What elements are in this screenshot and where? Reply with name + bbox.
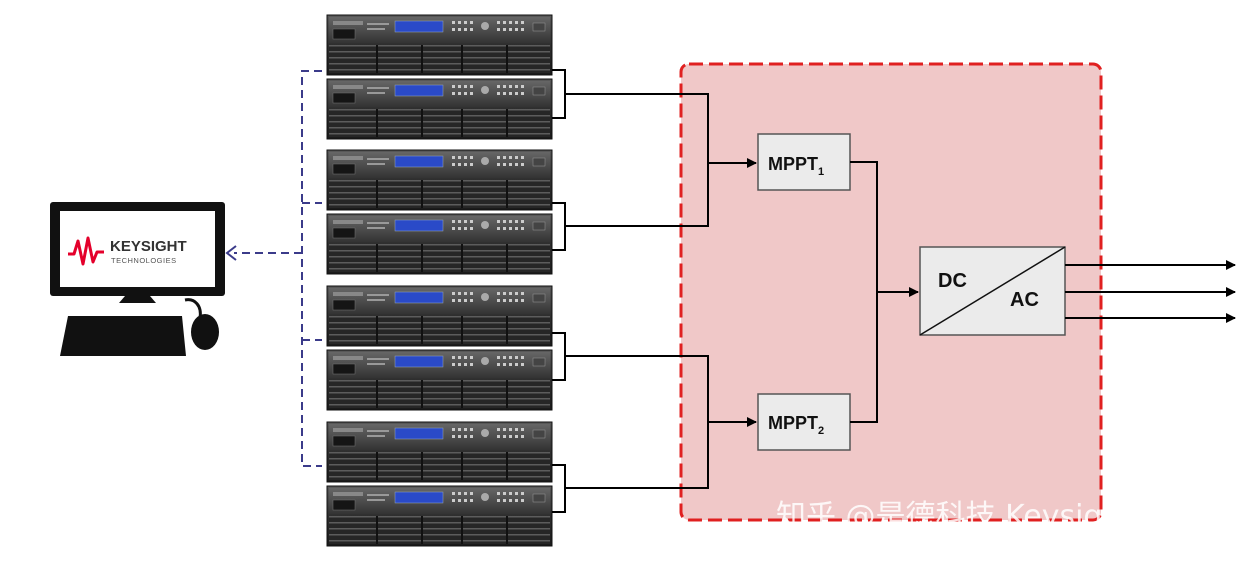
mppt2-label: MPPT (768, 413, 818, 433)
ac-label: AC (1010, 289, 1039, 311)
mppt1-subscript: 1 (818, 166, 824, 178)
wires-to-mppt1 (565, 93, 757, 227)
ac-outputs (1065, 260, 1236, 323)
mppt1-label: MPPT (768, 154, 818, 174)
dcac-diagonal (919, 246, 1066, 336)
mppt2-box (757, 393, 851, 451)
power-supply (326, 421, 553, 483)
mppt1-box (757, 133, 851, 191)
power-supply (326, 485, 553, 547)
power-supply (326, 149, 553, 211)
svg-text:MPPT2: MPPT2 (768, 413, 824, 437)
dcac-converter: DC AC (919, 246, 1066, 336)
keysight-logo-icon (68, 236, 104, 266)
power-supply (326, 349, 553, 411)
logo-text-sub: TECHNOLOGIES (111, 256, 177, 265)
mppt2-subscript: 2 (818, 425, 824, 437)
dc-label: DC (938, 270, 967, 292)
power-supply (326, 14, 553, 76)
wires-to-mppt2 (565, 355, 757, 489)
supply-output-brackets (552, 69, 566, 513)
wires-to-dcac (850, 161, 919, 423)
computer: KEYSIGHT TECHNOLOGIES (50, 202, 225, 356)
mouse (191, 314, 219, 350)
logo-text-main: KEYSIGHT (110, 238, 187, 255)
control-bus (234, 70, 322, 467)
keyboard (60, 316, 186, 356)
power-supply (326, 213, 553, 275)
mppt2-block: MPPT2 (757, 393, 851, 451)
mouse-cable (184, 298, 202, 319)
svg-text:MPPT1: MPPT1 (768, 154, 824, 178)
power-supply-stack (326, 14, 553, 547)
power-supply (326, 285, 553, 347)
control-arrow-icon (225, 245, 237, 261)
mppt1-block: MPPT1 (757, 133, 851, 191)
power-supply (326, 78, 553, 140)
monitor-stand (119, 296, 156, 303)
watermark: 知乎 @是德科技 Keysigh... (776, 499, 1150, 534)
